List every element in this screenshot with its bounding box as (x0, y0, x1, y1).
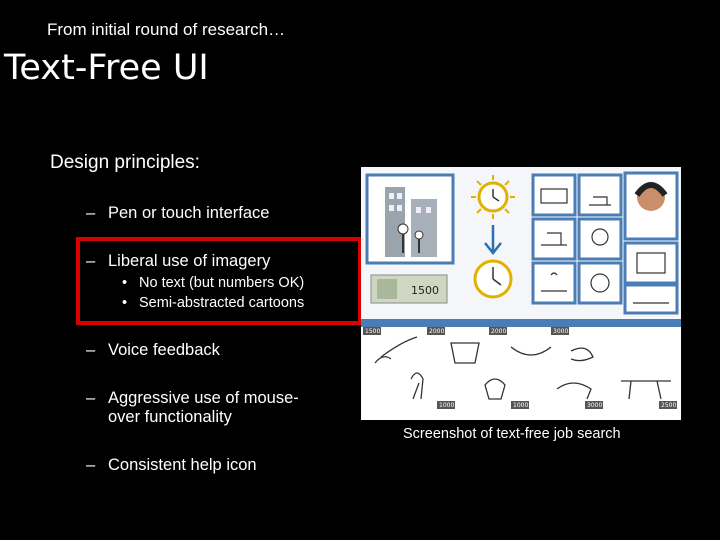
highlight-box (76, 237, 362, 325)
screenshot-caption: Screenshot of text-free job search (403, 426, 621, 442)
sub-bullet-dot: • (122, 295, 128, 311)
sub-bullet-text: No text (but numbers OK) (139, 275, 305, 291)
bullet-help-icon: –Consistent help icon (86, 456, 257, 475)
bullet-dash: – (86, 204, 96, 222)
task-sketches (374, 336, 671, 400)
design-principles-heading: Design principles: (50, 152, 200, 173)
bullet-imagery: –Liberal use of imagery (86, 252, 270, 271)
bullet-voice: –Voice feedback (86, 341, 220, 360)
price-tag: 2000 (491, 328, 506, 335)
banknote-icon: 1500 (370, 274, 448, 304)
bullet-dash: – (86, 252, 96, 270)
slide-title: Text-Free UI (4, 48, 209, 88)
sub-bullet-dot: • (122, 275, 128, 291)
bullet-text: Aggressive use of mouse- (108, 389, 299, 407)
sub-bullet-no-text: • No text (but numbers OK) (122, 275, 304, 291)
bullet-text: Liberal use of imagery (108, 252, 271, 270)
bullet-dash: – (86, 341, 96, 359)
bullet-mouseover: –Aggressive use of mouse- (86, 389, 299, 408)
price-tag: 2000 (429, 328, 444, 335)
building-icon (365, 173, 455, 265)
job-search-screenshot: 1500 1500 2000 2000 3000 1000 1000 3000 … (361, 167, 681, 420)
bullet-pen-touch: –Pen or touch interface (86, 204, 269, 223)
sub-bullet-text: Semi-abstracted cartoons (139, 295, 305, 311)
bullet-mouseover-cont: over functionality (108, 408, 232, 426)
job-search-illustration: 1500 1500 2000 2000 3000 1000 1000 3000 … (361, 167, 681, 420)
job-sketches (540, 182, 669, 304)
price-tag: 1000 (513, 402, 528, 409)
sun-clock-icon (471, 175, 515, 299)
bullet-dash: – (86, 389, 96, 407)
job-thumbnails-grid (531, 171, 679, 315)
job-price-tags: 1500 2000 2000 3000 1000 1000 3000 2500 (363, 327, 677, 409)
bullet-text: Consistent help icon (108, 456, 257, 474)
bullet-dash: – (86, 456, 96, 474)
price-tag: 3000 (587, 402, 602, 409)
bullet-text: Voice feedback (108, 341, 220, 359)
bullet-text: Pen or touch interface (108, 204, 270, 222)
sub-bullet-cartoons: • Semi-abstracted cartoons (122, 295, 304, 311)
price-tag: 1500 (365, 328, 380, 335)
price-tag: 1000 (439, 402, 454, 409)
price-tag: 2500 (661, 402, 676, 409)
price-tag: 3000 (553, 328, 568, 335)
slide-subtitle: From initial round of research… (47, 20, 286, 39)
banknote-value: 1500 (411, 284, 439, 297)
